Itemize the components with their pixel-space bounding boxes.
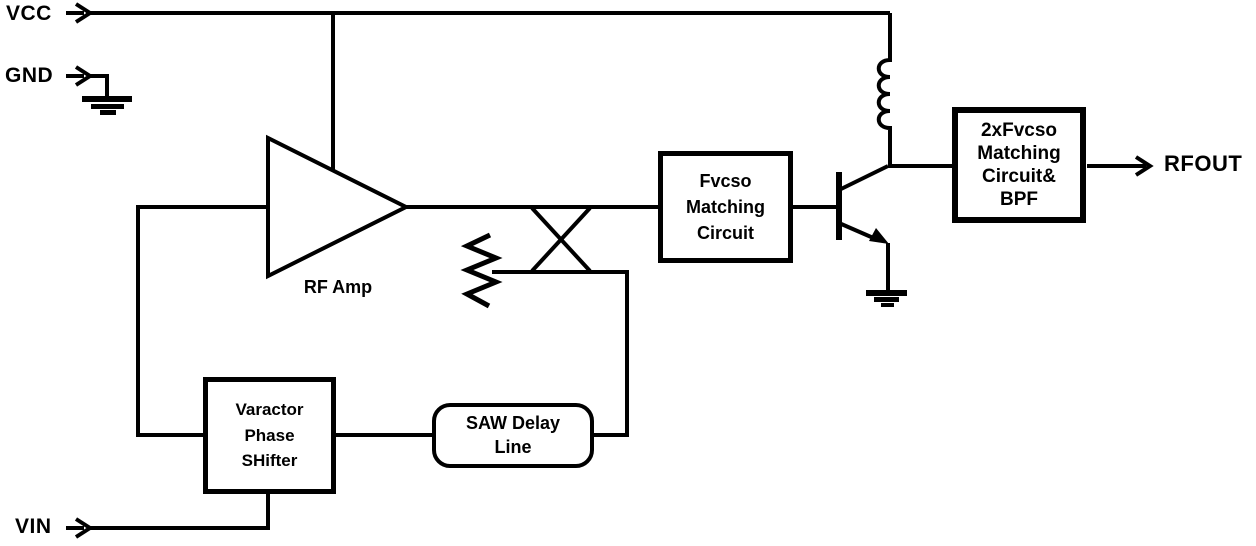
- feedback-wire: [136, 205, 268, 437]
- npn-transistor-icon: [836, 164, 890, 291]
- emitter-arrow-icon: [869, 228, 889, 244]
- rf-amp-label: RF Amp: [303, 277, 373, 297]
- emitter-ground-icon: [866, 290, 907, 307]
- rfout-port-label: RFOUT: [1164, 151, 1243, 176]
- vcc-port-label: VCC: [6, 2, 52, 25]
- rfout-arrow-icon: [1134, 155, 1154, 177]
- vin-port-label: VIN: [15, 515, 52, 538]
- saw-delay-line-label: SAW Delay Line: [465, 413, 561, 457]
- gnd-stub-wire: [88, 74, 109, 96]
- varactor-phase-shifter-block: Varactor Phase SHifter: [203, 377, 336, 494]
- output-matching-bpf-label: 2xFvcso Matching Circuit& BPF: [977, 119, 1061, 211]
- saw-loop-wire: [492, 270, 629, 437]
- fvcso-matching-circuit-block: Fvcso Matching Circuit: [658, 151, 793, 263]
- gnd-port-label: GND: [5, 64, 54, 87]
- resistor-zigzag-icon: [460, 232, 503, 309]
- saw-delay-line-block: SAW Delay Line: [432, 403, 594, 468]
- vin-arrow-icon: [66, 517, 94, 539]
- gnd-arrow-icon: [66, 65, 94, 87]
- varactor-phase-shifter-label: Varactor Phase SHifter: [235, 400, 304, 471]
- rf-amp-triangle-icon: [266, 134, 411, 280]
- fvcso-matching-circuit-label: Fvcso Matching Circuit: [686, 170, 765, 244]
- inductor-icon: [876, 13, 892, 166]
- vin-wire: [88, 494, 270, 530]
- gnd-ground-icon: [82, 96, 132, 115]
- output-matching-bpf-block: 2xFvcso Matching Circuit& BPF: [952, 107, 1086, 223]
- crossover-icon: [530, 206, 592, 273]
